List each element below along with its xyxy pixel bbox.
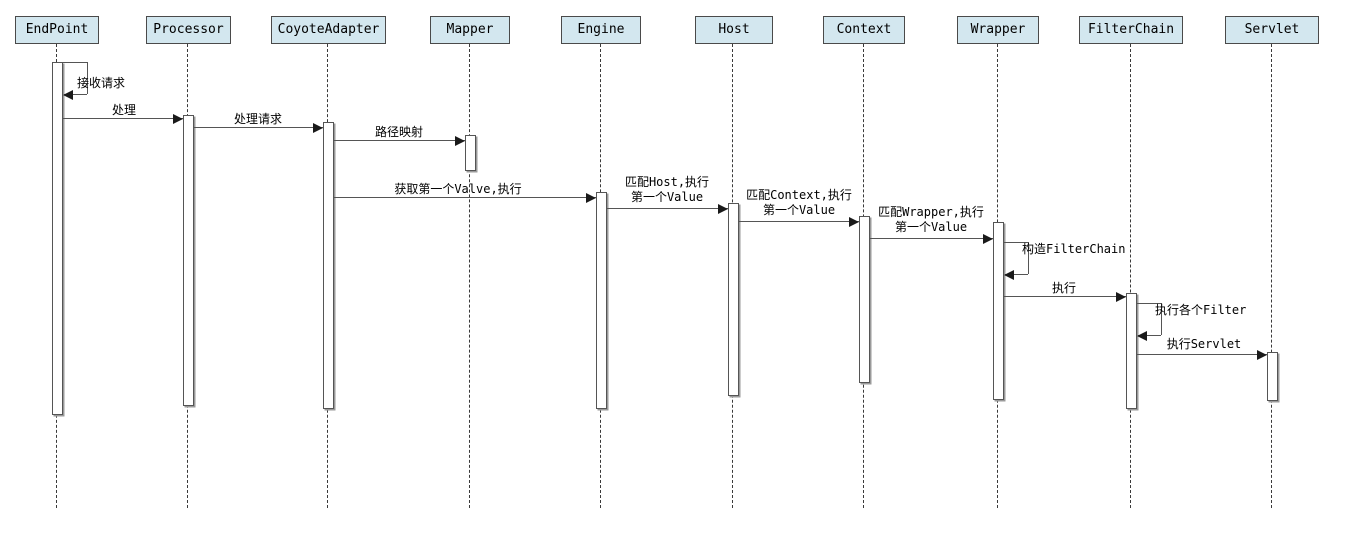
- participant-label: Engine: [577, 22, 625, 37]
- message-label-m9: 构造FilterChain: [1022, 242, 1125, 257]
- activation-bar-context[interactable]: [858, 216, 870, 383]
- message-arrowhead-m7: [848, 216, 859, 227]
- message-label-line: 构造FilterChain: [1022, 242, 1126, 256]
- participant-box-wrapper[interactable]: Wrapper: [957, 16, 1039, 44]
- message-label-line: 第一个Value: [894, 220, 968, 234]
- message-label-m11: 执行各个Filter: [1155, 303, 1246, 318]
- message-arrowhead-m8: [982, 233, 993, 244]
- message-line-m3[interactable]: [193, 127, 323, 128]
- message-self-bottom-m11[interactable]: [1137, 335, 1161, 336]
- message-label-line: 接收请求: [77, 76, 126, 90]
- message-label-line: 执行: [1051, 281, 1077, 295]
- message-arrowhead-m2: [172, 113, 183, 124]
- message-label-line: 第一个Value: [630, 190, 704, 204]
- message-arrowhead-m5: [585, 192, 596, 203]
- participant-label: Processor: [153, 22, 224, 37]
- message-arrowhead-m10: [1115, 291, 1126, 302]
- participant-box-processor[interactable]: Processor: [146, 16, 231, 44]
- message-self-bottom-m9[interactable]: [1004, 274, 1028, 275]
- participant-box-engine[interactable]: Engine: [561, 16, 641, 44]
- message-label-m1: 接收请求: [77, 76, 125, 91]
- participant-label: Host: [718, 22, 750, 37]
- message-label-m10: 执行: [1052, 281, 1076, 296]
- message-label-m12: 执行Servlet: [1167, 337, 1242, 352]
- participant-box-coyoteadapter[interactable]: CoyoteAdapter: [271, 16, 386, 44]
- activation-bar-servlet[interactable]: [1266, 352, 1278, 401]
- message-label-m6: 匹配Host,执行第一个Value: [625, 175, 709, 205]
- message-arrowhead-m11: [1136, 330, 1147, 341]
- message-arrowhead-m12: [1256, 349, 1267, 360]
- activation-bar-wrapper[interactable]: [992, 222, 1004, 400]
- lifeline-filterchain: [1130, 44, 1132, 508]
- lifeline-mapper: [469, 44, 471, 508]
- message-label-line: 路径映射: [374, 125, 424, 139]
- activation-bar-host[interactable]: [727, 203, 739, 396]
- participant-box-endpoint[interactable]: EndPoint: [15, 16, 99, 44]
- message-label-line: 匹配Host,执行: [624, 175, 710, 189]
- activation-bar-engine[interactable]: [595, 192, 607, 409]
- message-line-m4[interactable]: [333, 140, 465, 141]
- message-label-line: 第一个Value: [762, 203, 836, 217]
- message-line-m8[interactable]: [869, 238, 993, 239]
- message-label-m7: 匹配Context,执行第一个Value: [746, 188, 852, 218]
- message-self-top-m11[interactable]: [1136, 303, 1161, 304]
- participant-label: EndPoint: [25, 22, 89, 37]
- message-line-m7[interactable]: [738, 221, 859, 222]
- message-arrowhead-m3: [312, 122, 323, 133]
- message-self-bottom-m1[interactable]: [63, 94, 87, 95]
- message-self-right-m1: [86, 62, 88, 94]
- activation-bar-mapper[interactable]: [464, 135, 476, 171]
- message-label-m5: 获取第一个Valve,执行: [394, 182, 521, 197]
- message-label-line: 处理: [111, 103, 137, 117]
- message-label-line: 匹配Context,执行: [746, 188, 852, 202]
- activation-bar-filterchain[interactable]: [1125, 293, 1137, 409]
- participant-box-servlet[interactable]: Servlet: [1225, 16, 1319, 44]
- message-line-m5[interactable]: [333, 197, 596, 198]
- message-label-line: 匹配Wrapper,执行: [878, 205, 984, 219]
- participant-label: Mapper: [446, 22, 494, 37]
- message-arrowhead-m9: [1003, 269, 1014, 280]
- activation-bar-processor[interactable]: [182, 115, 194, 406]
- participant-box-context[interactable]: Context: [823, 16, 905, 44]
- message-self-right-m11: [1160, 303, 1162, 335]
- participant-label: CoyoteAdapter: [277, 22, 380, 37]
- message-label-m2: 处理: [112, 103, 136, 118]
- participant-box-filterchain[interactable]: FilterChain: [1079, 16, 1183, 44]
- message-label-m8: 匹配Wrapper,执行第一个Value: [878, 205, 984, 235]
- message-arrowhead-m4: [454, 135, 465, 146]
- message-line-m10[interactable]: [1003, 296, 1126, 297]
- message-label-line: 处理请求: [233, 112, 283, 126]
- message-label-line: 获取第一个Valve,执行: [394, 182, 522, 196]
- message-label-line: 执行Servlet: [1166, 337, 1242, 351]
- message-line-m2[interactable]: [62, 118, 183, 119]
- participant-label: Servlet: [1244, 22, 1300, 37]
- message-label-m4: 路径映射: [375, 125, 423, 140]
- message-label-m3: 处理请求: [234, 112, 282, 127]
- message-line-m6[interactable]: [606, 208, 728, 209]
- message-line-m12[interactable]: [1136, 354, 1267, 355]
- message-label-line: 执行各个Filter: [1155, 303, 1247, 317]
- activation-bar-endpoint[interactable]: [51, 62, 63, 415]
- participant-label: Context: [836, 22, 892, 37]
- message-self-top-m1[interactable]: [62, 62, 87, 63]
- lifeline-servlet: [1271, 44, 1273, 508]
- message-arrowhead-m6: [717, 203, 728, 214]
- message-arrowhead-m1: [62, 89, 73, 100]
- message-self-right-m9: [1027, 242, 1029, 274]
- message-self-top-m9[interactable]: [1003, 242, 1028, 243]
- participant-label: FilterChain: [1087, 22, 1175, 37]
- participant-box-mapper[interactable]: Mapper: [430, 16, 510, 44]
- activation-bar-coyoteadapter[interactable]: [322, 122, 334, 409]
- participant-box-host[interactable]: Host: [695, 16, 773, 44]
- participant-label: Wrapper: [970, 22, 1026, 37]
